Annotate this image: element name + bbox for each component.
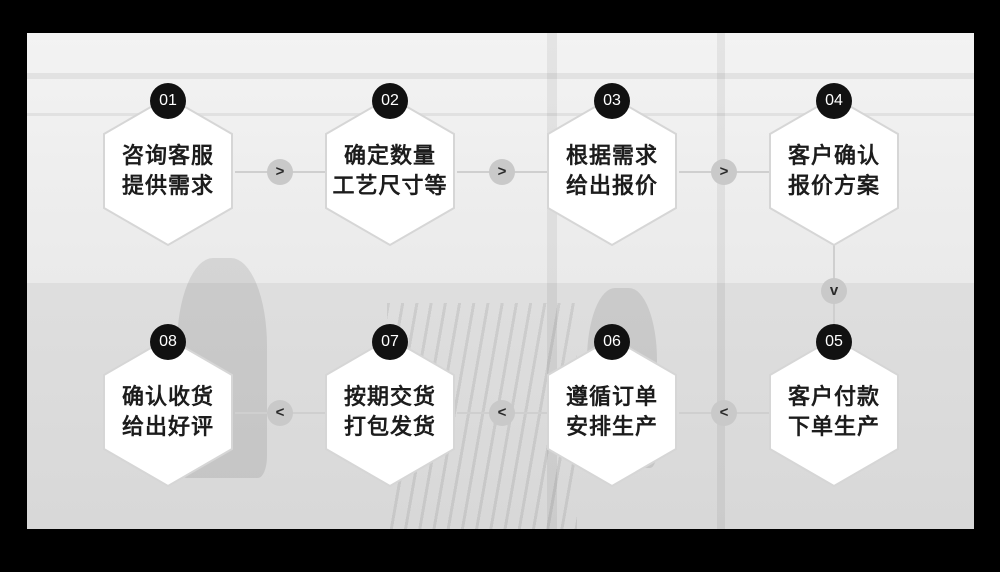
step-label: 客户付款 下单生产 (768, 383, 900, 443)
step-label-line2: 下单生产 (787, 415, 880, 440)
step-label-line1: 确定数量 (343, 144, 436, 169)
step-label-line2: 给出报价 (565, 174, 658, 199)
step-hexagon-05: 客户付款 下单生产 (768, 336, 900, 488)
step-label-line2: 给出好评 (121, 415, 214, 440)
step-label: 遵循订单 安排生产 (546, 383, 678, 443)
step-number-badge: 06 (594, 324, 630, 360)
process-panel: 咨询客服 提供需求 确定数量 工艺尺寸等 根据需求 给出报价 (27, 33, 974, 529)
hexagon-shape (325, 336, 455, 488)
arrow-right-icon: > (489, 159, 515, 185)
step-hexagon-03: 根据需求 给出报价 (546, 95, 678, 247)
step-number-badge: 08 (150, 324, 186, 360)
step-label-line1: 根据需求 (565, 144, 658, 169)
background-beam (27, 113, 974, 116)
arrow-down-icon: v (821, 278, 847, 304)
arrow-right-icon: > (267, 159, 293, 185)
step-label-line1: 遵循订单 (565, 385, 658, 410)
step-label-line2: 报价方案 (787, 174, 880, 199)
step-label: 客户确认 报价方案 (768, 142, 900, 202)
step-label-line1: 客户付款 (787, 385, 880, 410)
step-number-badge: 05 (816, 324, 852, 360)
step-label: 确认收货 给出好评 (102, 383, 234, 443)
arrow-left-icon: < (267, 400, 293, 426)
hexagon-shape (103, 95, 233, 247)
step-number-badge: 03 (594, 83, 630, 119)
hexagon-shape (547, 336, 677, 488)
hexagon-shape (325, 95, 455, 247)
step-label-line1: 客户确认 (787, 144, 880, 169)
step-label-line1: 咨询客服 (121, 144, 214, 169)
step-label-line2: 安排生产 (565, 415, 658, 440)
step-label-line1: 确认收货 (121, 385, 214, 410)
background-column (547, 33, 557, 529)
step-label-line2: 打包发货 (343, 415, 436, 440)
step-number-badge: 04 (816, 83, 852, 119)
step-label-line2: 工艺尺寸等 (332, 174, 448, 199)
arrow-left-icon: < (711, 400, 737, 426)
step-hexagon-07: 按期交货 打包发货 (324, 336, 456, 488)
step-hexagon-08: 确认收货 给出好评 (102, 336, 234, 488)
step-hexagon-06: 遵循订单 安排生产 (546, 336, 678, 488)
step-hexagon-04: 客户确认 报价方案 (768, 95, 900, 247)
hexagon-shape (769, 336, 899, 488)
step-label: 根据需求 给出报价 (546, 142, 678, 202)
step-label: 确定数量 工艺尺寸等 (324, 142, 456, 202)
step-number-badge: 02 (372, 83, 408, 119)
hexagon-shape (547, 95, 677, 247)
step-label-line1: 按期交货 (343, 385, 436, 410)
background-column (717, 33, 725, 529)
background-beam (27, 73, 974, 79)
arrow-right-icon: > (711, 159, 737, 185)
step-label: 按期交货 打包发货 (324, 383, 456, 443)
step-hexagon-01: 咨询客服 提供需求 (102, 95, 234, 247)
step-number-badge: 01 (150, 83, 186, 119)
step-label: 咨询客服 提供需求 (102, 142, 234, 202)
step-hexagon-02: 确定数量 工艺尺寸等 (324, 95, 456, 247)
hexagon-shape (103, 336, 233, 488)
hexagon-shape (769, 95, 899, 247)
step-label-line2: 提供需求 (121, 174, 214, 199)
arrow-left-icon: < (489, 400, 515, 426)
step-number-badge: 07 (372, 324, 408, 360)
